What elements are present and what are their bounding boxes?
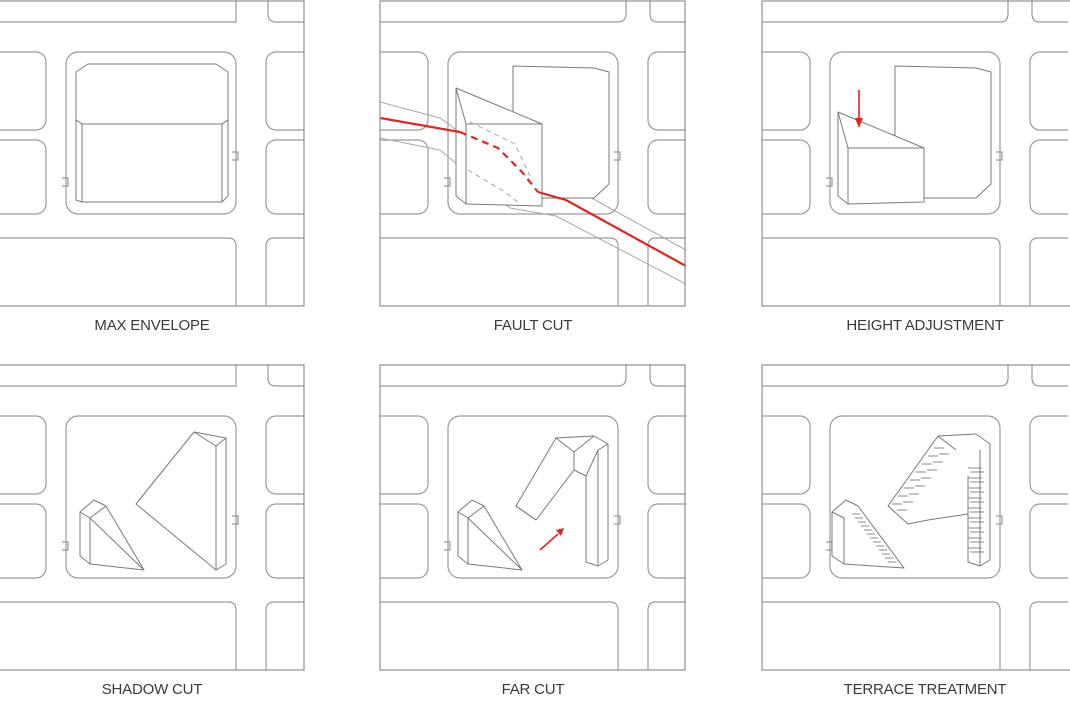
envelope-block <box>75 63 229 203</box>
caption-shadow-cut: SHADOW CUT <box>101 681 203 698</box>
caption-far-cut: FAR CUT <box>501 681 565 698</box>
panel-terrace-treatment <box>762 364 1068 670</box>
caption-max-envelope: MAX ENVELOPE <box>94 317 210 334</box>
panel-max-envelope <box>0 0 304 306</box>
max-envelope-diagram <box>0 0 304 306</box>
panel-fault-cut <box>380 0 686 306</box>
blocks-adjusted <box>837 65 992 205</box>
terrace-treatment-diagram <box>762 364 1068 670</box>
height-adjustment-diagram <box>762 0 1068 306</box>
far-cut-blocks <box>457 435 609 571</box>
panel-far-cut <box>380 364 686 670</box>
diagonal-arrow <box>539 528 564 551</box>
shadow-cut-diagram <box>0 364 304 670</box>
caption-fault-cut: FAULT CUT <box>493 317 573 334</box>
far-cut-diagram <box>380 364 686 670</box>
panel-shadow-cut <box>0 364 304 670</box>
fault-cut-diagram <box>380 0 686 306</box>
terraced-blocks <box>831 433 991 569</box>
shadow-cut-blocks <box>79 431 227 571</box>
caption-height-adjustment: HEIGHT ADJUSTMENT <box>846 317 1004 334</box>
blocks-after-cut <box>455 65 610 207</box>
panel-height-adjustment <box>762 0 1068 306</box>
caption-terrace-treatment: TERRACE TREATMENT <box>843 681 1007 698</box>
